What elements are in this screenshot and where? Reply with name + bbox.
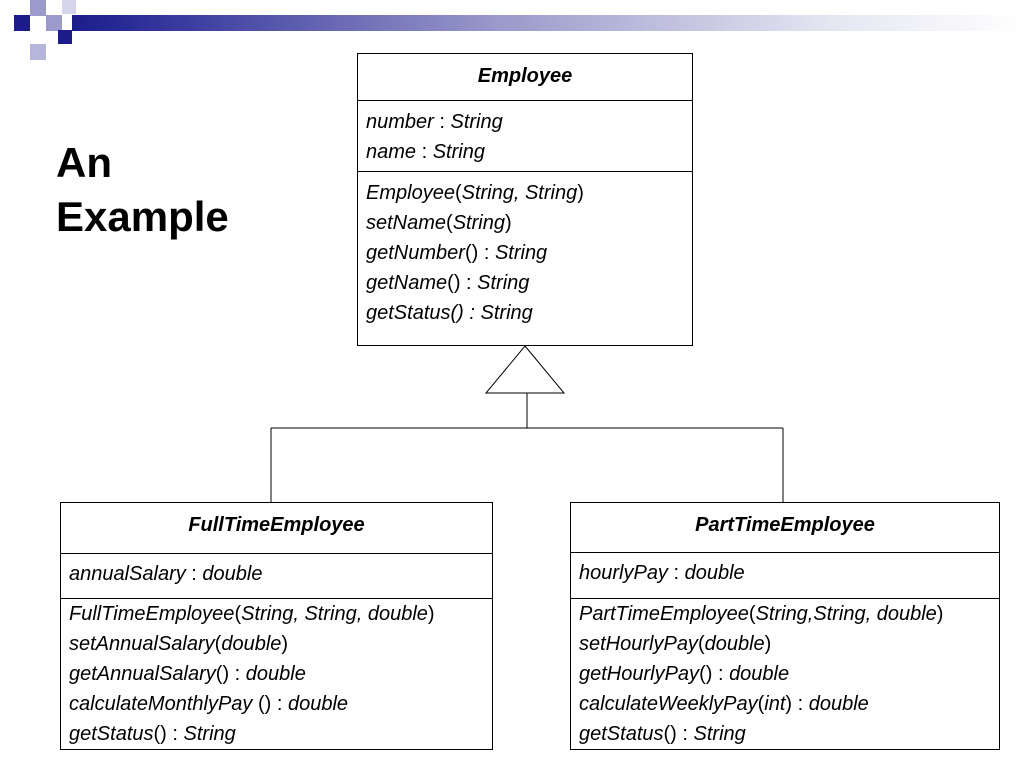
class-employee: Employee number : String name : String E…	[357, 53, 693, 346]
header-square-dark-2	[58, 30, 72, 44]
method: getStatus() : String	[366, 302, 533, 324]
slide-title-line-1: An	[56, 139, 112, 186]
header-square-light	[30, 0, 46, 16]
method: calculateMonthlyPay () : double	[69, 693, 349, 715]
method: getName() : String	[366, 272, 530, 294]
class-methods: Employee(String, String) setName(String)…	[358, 172, 692, 328]
class-methods: FullTimeEmployee(String, String, double)…	[61, 599, 492, 749]
method: setName(String)	[366, 212, 512, 234]
method: FullTimeEmployee(String, String, double)	[69, 603, 435, 625]
class-attributes: number : String name : String	[358, 101, 692, 172]
class-name: Employee	[358, 54, 692, 101]
method: getAnnualSalary() : double	[69, 663, 306, 685]
method: PartTimeEmployee(String,String, double)	[579, 603, 944, 625]
generalization-arrow	[484, 345, 566, 394]
method: Employee(String, String)	[366, 182, 584, 204]
method: calculateWeeklyPay(int) : double	[579, 693, 869, 715]
attribute: name : String	[366, 141, 485, 163]
header-square-light-2	[46, 15, 62, 31]
class-methods: PartTimeEmployee(String,String, double) …	[571, 599, 999, 749]
header-square-dark	[14, 15, 30, 31]
header-square-lightest	[62, 0, 76, 14]
class-attributes: annualSalary : double	[61, 554, 492, 599]
method: getStatus() : String	[69, 723, 236, 745]
method: setAnnualSalary(double)	[69, 633, 289, 655]
header-gradient-bar	[72, 15, 1024, 31]
method: setHourlyPay(double)	[579, 633, 772, 655]
slide-title: An Example	[56, 136, 229, 244]
method: getNumber() : String	[366, 242, 548, 264]
class-name: FullTimeEmployee	[61, 503, 492, 554]
slide-title-line-2: Example	[56, 193, 229, 240]
header-square-light-3	[30, 44, 46, 60]
attribute: annualSalary : double	[69, 563, 263, 585]
method: getStatus() : String	[579, 723, 746, 745]
class-parttime-employee: PartTimeEmployee hourlyPay : double Part…	[570, 502, 1000, 750]
method: getHourlyPay() : double	[579, 663, 790, 685]
class-fulltime-employee: FullTimeEmployee annualSalary : double F…	[60, 502, 493, 750]
attribute: number : String	[366, 111, 503, 133]
class-name: PartTimeEmployee	[571, 503, 999, 553]
attribute: hourlyPay : double	[579, 562, 745, 584]
class-attributes: hourlyPay : double	[571, 553, 999, 599]
